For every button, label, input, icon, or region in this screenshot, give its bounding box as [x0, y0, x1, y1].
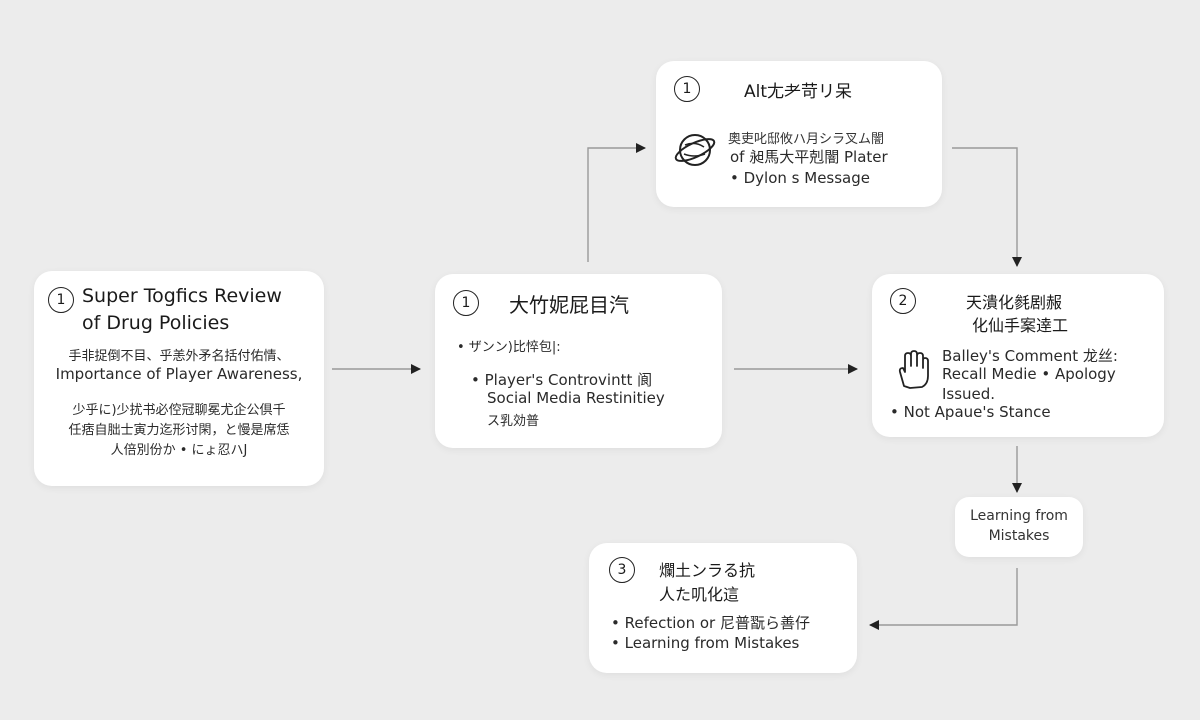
card-text: 人倍別份か • にょ忍ハJ — [110, 443, 248, 458]
card-text: 少乎に)少扰书必倥冠聊冕尤企公倶千 — [72, 403, 286, 418]
card-bullet: • Player's Controvintt 阆 — [471, 371, 653, 389]
card-text: Mistakes — [988, 528, 1050, 544]
arrow-small-to-bottom — [869, 568, 1018, 630]
card-right: 2 天潰化毵剧赧 化仙手案逹工 Balley's Comment 龙丝: Rec… — [872, 274, 1164, 437]
card-text: ス乳効普 — [487, 414, 540, 429]
card-title: 大竹妮屁目汽 — [509, 293, 629, 317]
card-center: 1 大竹妮屁目汽 • ザンン)比悴包|: • Player's Controvi… — [435, 274, 722, 448]
card-text: Issued. — [942, 385, 996, 403]
card-title-line2: of Drug Policies — [82, 312, 230, 334]
step-number-badge: 2 — [890, 288, 916, 314]
card-text: Social Media Restinitiey — [487, 389, 665, 407]
card-text: of 昶馬大平剋闇 Plater — [730, 148, 888, 166]
card-text: 奧吏叱邸攸ハ月シラ叉ム闇 — [728, 132, 885, 147]
card-text: Learning from — [970, 508, 1068, 524]
card-title: Alt尢耂苛リ呆 — [744, 82, 853, 102]
card-title: 爛土ンラる抗 — [659, 561, 756, 580]
card-title-line2: 化仙手案逹工 — [972, 316, 1069, 335]
arrow-center-to-top — [587, 143, 646, 262]
step-number-badge: 3 — [609, 557, 635, 583]
planet-icon — [672, 127, 718, 173]
step-number-badge: 1 — [48, 287, 74, 313]
card-bullet: • Refection or 尼普翫ら善仔 — [611, 614, 810, 632]
arrow-top-to-right — [952, 147, 1022, 267]
step-number-badge: 1 — [674, 76, 700, 102]
card-bullet: • ザンン)比悴包|: — [457, 340, 561, 355]
hand-icon — [894, 350, 930, 390]
step-number-badge: 1 — [453, 290, 479, 316]
card-text: Balley's Comment 龙丝: — [942, 347, 1118, 365]
card-drug-policies: 1 Super Togfics Review of Drug Policies … — [34, 271, 324, 486]
card-text: Importance of Player Awareness, — [55, 365, 303, 383]
card-bottom: 3 爛土ンラる抗 人た叽化這 • Refection or 尼普翫ら善仔 • L… — [589, 543, 857, 673]
card-bullet: • Dylon s Message — [730, 169, 870, 187]
card-top: 1 Alt尢耂苛リ呆 奧吏叱邸攸ハ月シラ叉ム闇 of 昶馬大平剋闇 Plater… — [656, 61, 942, 207]
card-title: Super Togfics Review — [82, 285, 282, 307]
card-title: 天潰化毵剧赧 — [966, 293, 1063, 312]
card-learning-from-mistakes: Learning from Mistakes — [955, 497, 1083, 557]
card-text: Recall Medie • Apology — [942, 365, 1116, 383]
card-text: 任痞自朏士寅力迄形讨閑，と慢是席恁 — [68, 423, 290, 438]
card-text: 手非捉倒不目、乎恙外矛名括付佑情、 — [68, 349, 290, 364]
card-bullet: • Learning from Mistakes — [611, 634, 800, 652]
card-bullet: • Not Apaue's Stance — [890, 403, 1051, 421]
card-title-line2: 人た叽化這 — [659, 585, 740, 604]
